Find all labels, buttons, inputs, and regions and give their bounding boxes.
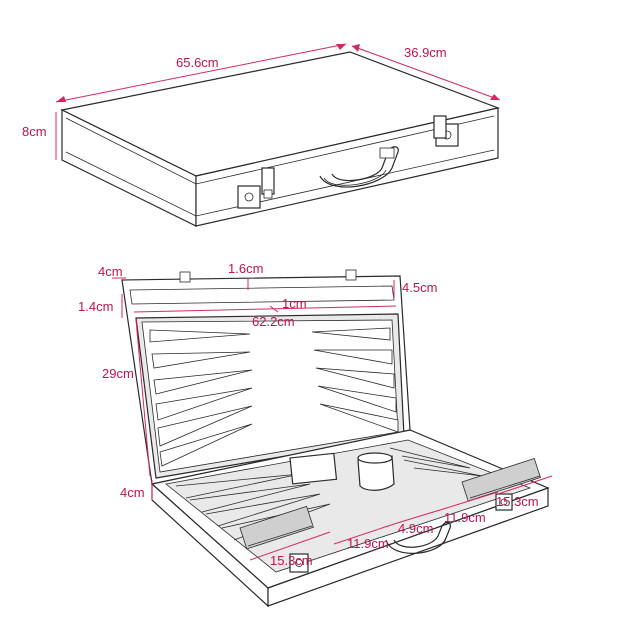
section-2-label: 4.9cm	[398, 521, 433, 536]
base-handle-icon	[385, 521, 451, 554]
hinge-left-icon	[179, 271, 191, 283]
divider-label: 1cm	[282, 296, 307, 311]
lid-depth-label: 4cm	[98, 264, 123, 279]
section-3-label: 11.9cm	[444, 510, 486, 525]
latch-left-icon	[237, 167, 275, 209]
length-label: 65.6cm	[176, 55, 219, 70]
handle-icon	[319, 146, 399, 188]
dim-board-length	[133, 305, 397, 313]
width-label: 36.9cm	[404, 45, 447, 60]
bar-label: 4.5cm	[402, 280, 437, 295]
lid-top-strip	[129, 285, 395, 305]
dim-tray-left	[249, 531, 331, 561]
dice-cup-icon	[289, 452, 338, 485]
closed-case-seam-lower	[65, 149, 495, 217]
section-1-label: 11.9cm	[347, 536, 389, 551]
dim-length	[55, 43, 347, 103]
dim-section-3	[439, 491, 499, 511]
dim-board-width	[135, 319, 151, 477]
hinge-strip-label: 1.6cm	[228, 261, 263, 276]
board-length-label: 62.2cm	[252, 314, 295, 329]
dim-width	[351, 44, 501, 101]
dice-cup-round-icon	[357, 452, 395, 491]
latch-right-icon	[433, 115, 459, 147]
board-width-label: 29cm	[102, 366, 134, 381]
lid-points	[149, 327, 399, 467]
dim-section-1	[333, 523, 395, 545]
dim-tray-right	[497, 475, 553, 495]
dim-section-2	[393, 509, 441, 525]
tray-left-label: 15.3cm	[270, 553, 313, 568]
checker-tray-right	[461, 458, 541, 502]
base-depth-label: 4cm	[120, 485, 145, 500]
hinge-right-icon	[345, 269, 357, 281]
height-label: 8cm	[22, 124, 47, 139]
tray-right-label: 15.3cm	[496, 494, 539, 509]
lid-rim-label: 1.4cm	[78, 299, 113, 314]
closed-case: 65.6cm 36.9cm 8cm	[22, 43, 501, 227]
checker-tray-left	[239, 505, 314, 550]
open-case: 4cm 1.4cm 1.6cm 4.5cm 1cm 62.2cm 29cm 4c…	[78, 261, 553, 608]
closed-case-seam-front	[65, 115, 495, 185]
base-latch-right-icon	[495, 493, 513, 511]
base-latch-left-icon	[289, 553, 309, 573]
